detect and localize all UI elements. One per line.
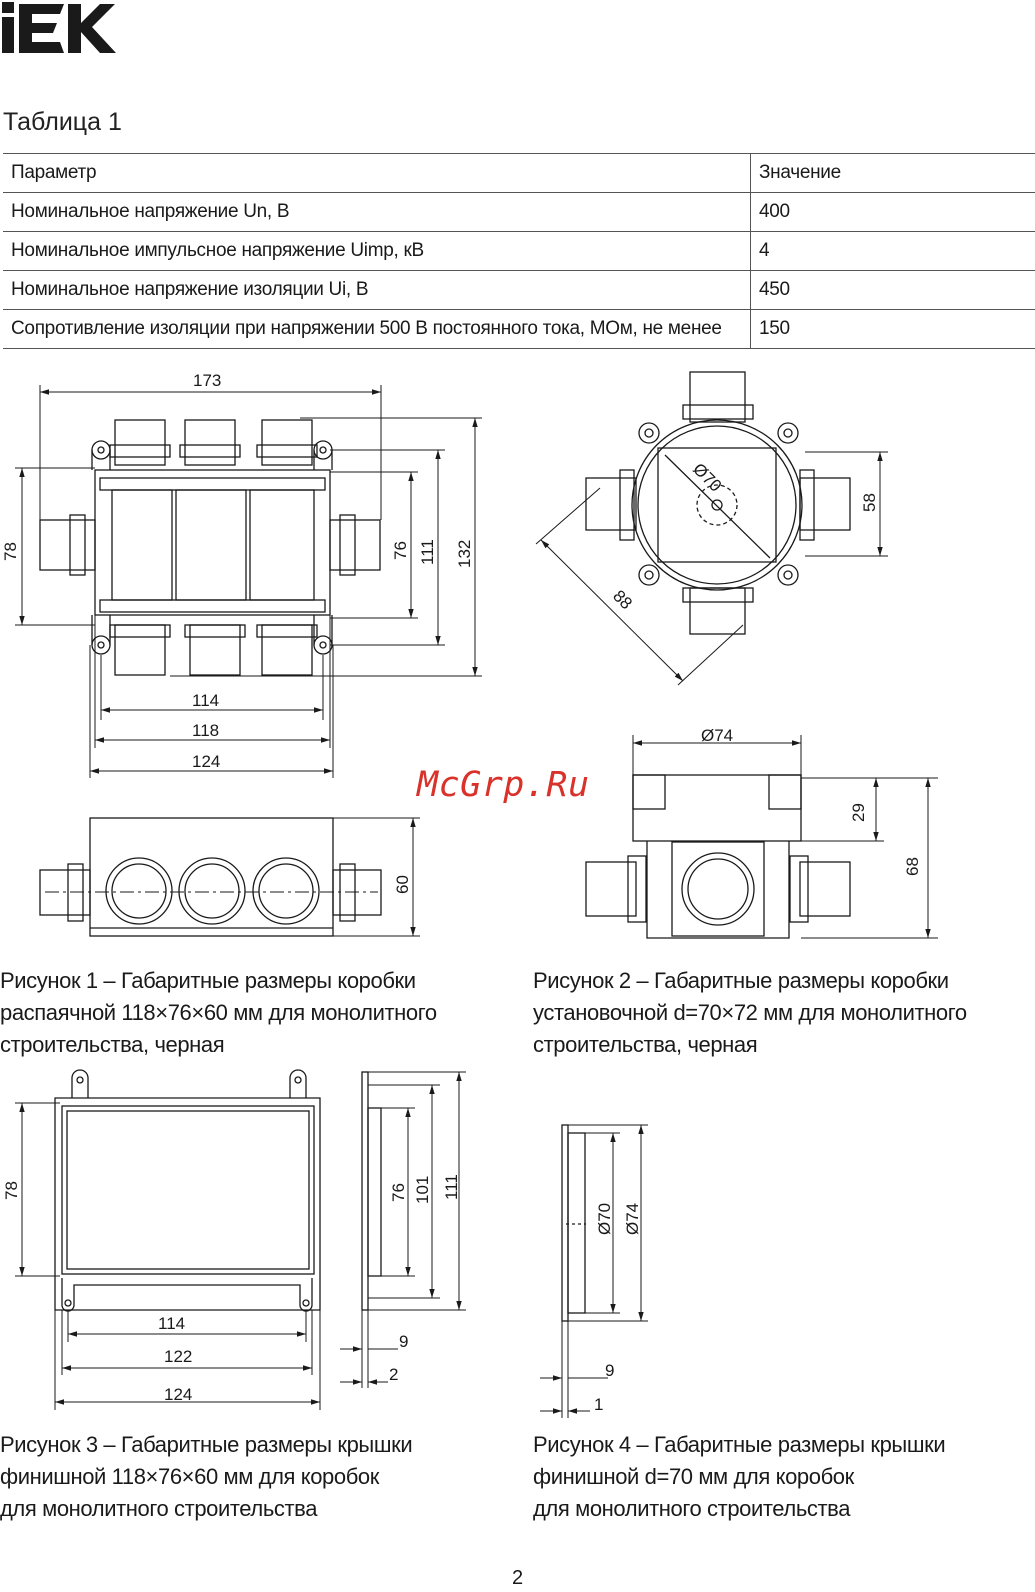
fig3-lid-side (361, 1071, 382, 1311)
parameters-table: Параметр Значение Номинальное напряжение… (3, 153, 1035, 349)
fig4-caption: Рисунок 4 – Габаритные размеры крышки фи… (533, 1429, 946, 1525)
header-value: Значение (750, 153, 1035, 193)
fig2-dim-d70: Ø70 (689, 459, 725, 495)
header-param: Параметр (3, 153, 751, 193)
caption-line: для монолитного строительства (0, 1496, 318, 1521)
fig2-caption: Рисунок 2 – Габаритные размеры коробки у… (533, 965, 967, 1061)
fig1-dim-114: 114 (192, 691, 219, 710)
iek-logo (2, 2, 116, 53)
fig3-dim-9: 9 (399, 1332, 408, 1351)
fig2-dim-d74: Ø74 (701, 726, 733, 745)
fig3-dim-122: 122 (164, 1347, 192, 1366)
fig1-top-view (39, 419, 381, 676)
caption-line: Рисунок 1 – Габаритные размеры коробки (0, 968, 416, 993)
fig1-dim-132: 132 (455, 540, 474, 568)
caption-line: Рисунок 3 – Габаритные размеры крышки (0, 1432, 413, 1457)
fig1-dim-124: 124 (192, 752, 220, 771)
row-param: Сопротивление изоляции при напряжении 50… (3, 309, 751, 349)
fig1-dim-173: 173 (193, 371, 221, 390)
fig2-dim-88: 88 (609, 586, 636, 613)
caption-line: Рисунок 4 – Габаритные размеры крышки (533, 1432, 946, 1457)
caption-line: установочной d=70×72 мм для монолитного (533, 1000, 967, 1025)
caption-line: распаячной 118×76×60 мм для монолитного (0, 1000, 437, 1025)
fig1-caption: Рисунок 1 – Габаритные размеры коробки р… (0, 965, 437, 1061)
row-value: 4 (750, 231, 1035, 271)
fig3-dim-2: 2 (389, 1365, 398, 1384)
fig2-dim-68: 68 (903, 857, 922, 876)
table-title: Таблица 1 (3, 108, 122, 136)
fig3-caption: Рисунок 3 – Габаритные размеры крышки фи… (0, 1429, 413, 1525)
caption-line: для монолитного строительства (533, 1496, 851, 1521)
table-row: Сопротивление изоляции при напряжении 50… (3, 309, 1035, 349)
row-param: Номинальное импульсное напряжение Uimp, … (3, 231, 751, 271)
row-param: Номинальное напряжение Un, В (3, 192, 751, 232)
page-number: 2 (511, 1567, 524, 1589)
fig4-dim-9: 9 (605, 1361, 614, 1380)
caption-line: финишной 118×76×60 мм для коробок (0, 1464, 379, 1489)
table-header-row: Параметр Значение (3, 153, 1035, 193)
fig3-dim-111: 111 (442, 1174, 461, 1200)
fig4-dim-d74: Ø74 (623, 1203, 642, 1235)
caption-line: Рисунок 2 – Габаритные размеры коробки (533, 968, 949, 993)
table-row: Номинальное импульсное напряжение Uimp, … (3, 231, 1035, 271)
fig3-dim-101: 101 (413, 1176, 432, 1204)
fig4-dim-1: 1 (594, 1395, 603, 1414)
row-value: 150 (750, 309, 1035, 349)
fig3-dim-78: 78 (2, 1181, 21, 1200)
fig3-dim-114: 114 (158, 1314, 185, 1333)
fig1-dim-76: 76 (391, 541, 410, 560)
watermark: McGrp.Ru (417, 765, 590, 805)
fig3-dim-76: 76 (389, 1183, 408, 1202)
fig3-dim-124: 124 (164, 1385, 192, 1404)
fig1-dim-60: 60 (393, 875, 412, 894)
fig4-lid-side (561, 1124, 586, 1322)
fig2-side-view (585, 774, 851, 939)
row-param: Номинальное напряжение изоляции Ui, В (3, 270, 751, 310)
fig1-dim-78: 78 (1, 542, 20, 561)
fig2-dim-58: 58 (860, 493, 879, 512)
row-value: 400 (750, 192, 1035, 232)
table-row: Номинальное напряжение Un, В 400 (3, 192, 1035, 232)
fig1-dim-118: 118 (192, 721, 219, 740)
caption-line: строительства, черная (0, 1032, 225, 1057)
fig1-front-view (39, 817, 382, 937)
fig4-dim-d70: Ø70 (595, 1203, 614, 1235)
fig2-top-view (585, 371, 851, 635)
caption-line: строительства, черная (533, 1032, 758, 1057)
fig3-lid-front (54, 1069, 321, 1312)
fig1-dim-111: 111 (418, 539, 437, 565)
caption-line: финишной d=70 мм для коробок (533, 1464, 854, 1489)
fig2-dim-29: 29 (849, 803, 868, 822)
